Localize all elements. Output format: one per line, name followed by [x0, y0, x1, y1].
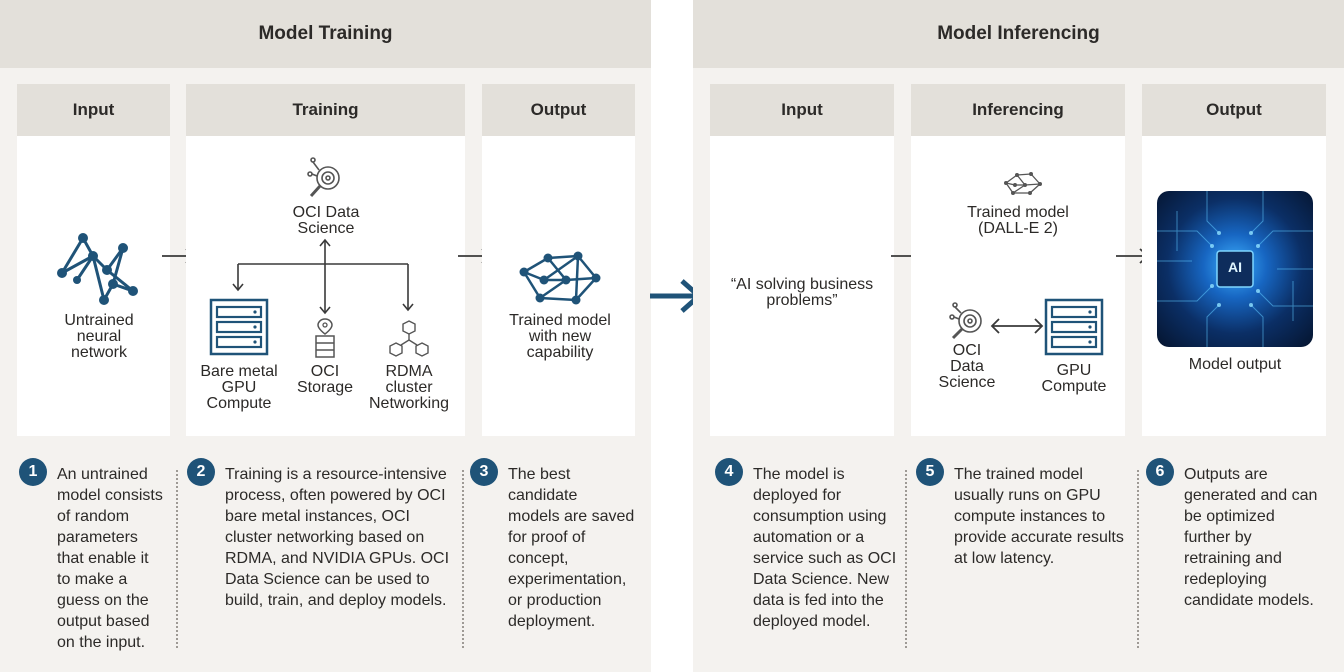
server-icon	[209, 298, 269, 356]
model-training-title: Model Training	[0, 0, 651, 68]
model-inferencing-title: Model Inferencing	[693, 0, 1344, 68]
step-number-badge: 6	[1146, 458, 1174, 486]
inferencing-output-header: Output	[1142, 84, 1326, 136]
inferencing-header: Inferencing	[911, 84, 1125, 136]
training-output-header: Output	[482, 84, 635, 136]
step-number-badge: 3	[470, 458, 498, 486]
training-input-panel: Input	[17, 84, 170, 436]
step-divider	[905, 470, 907, 648]
step-number-badge: 2	[187, 458, 215, 486]
circuit-lines	[1157, 191, 1313, 347]
data-science-icon	[307, 157, 340, 198]
training-panel: Training	[186, 84, 465, 436]
neural-network-icon	[1004, 172, 1042, 195]
data-science-icon	[949, 302, 982, 340]
inferencing-input-header: Input	[710, 84, 894, 136]
model-output-label: Model output	[1188, 356, 1282, 373]
bidirectional-arrow-icon	[990, 318, 1044, 334]
ai-chip-image: AI	[1157, 191, 1313, 347]
neural-network-icon	[519, 251, 601, 305]
chip-ai-text: AI	[1228, 259, 1242, 275]
trained-model-dalle-label: Trained model(DALL-E 2)	[967, 204, 1069, 237]
neural-network-icon	[57, 233, 138, 305]
step-divider	[176, 470, 178, 648]
training-input-header: Input	[17, 84, 170, 136]
inferencing-panel: Inferencing	[911, 84, 1125, 436]
step-number-badge: 4	[715, 458, 743, 486]
step-number-badge: 1	[19, 458, 47, 486]
network-nodes-icon	[389, 320, 429, 357]
training-output-panel: Output	[482, 84, 635, 436]
inferencing-input-panel: Input	[710, 84, 894, 436]
storage-icon	[315, 318, 335, 358]
training-header: Training	[186, 84, 465, 136]
server-icon	[1044, 298, 1104, 356]
training-connector-lines	[232, 238, 414, 315]
step-number-badge: 5	[916, 458, 944, 486]
step-divider	[1137, 470, 1139, 648]
step-divider	[462, 470, 464, 648]
